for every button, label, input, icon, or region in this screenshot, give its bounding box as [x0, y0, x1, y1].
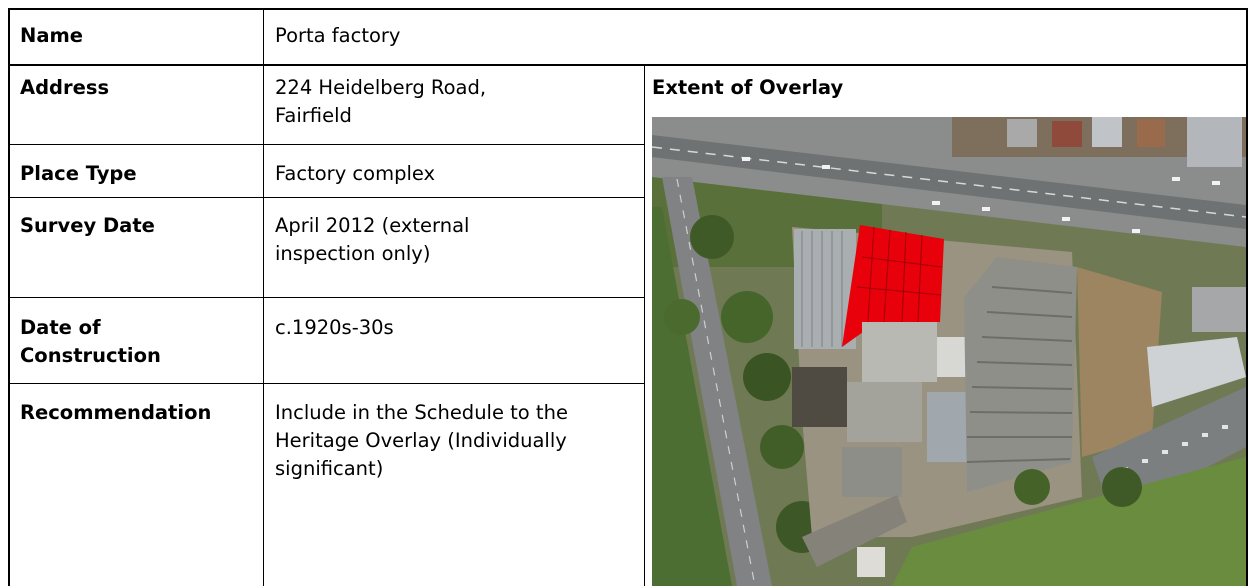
column-divider-2: [644, 64, 645, 586]
aerial-photo: [652, 117, 1246, 586]
row-value-place-type: Factory complex: [275, 162, 436, 185]
row-label-recommendation: Recommendation: [20, 401, 212, 424]
row-divider-3: [8, 197, 645, 198]
row-label-address: Address: [20, 76, 110, 99]
overlay-heading: Extent of Overlay: [652, 76, 844, 99]
row-value-survey-date: April 2012 (external inspection only): [275, 214, 470, 265]
table-border-right: [1246, 8, 1248, 586]
row-label-place-type: Place Type: [20, 162, 137, 185]
row-divider-5: [8, 383, 645, 384]
row-value-address: 224 Heidelberg Road, Fairfield: [275, 76, 487, 127]
row-value-date-of-construction: c.1920s-30s: [275, 316, 394, 339]
row-label-date-of-construction: Date of Construction: [20, 316, 161, 367]
row-value-recommendation: Include in the Schedule to the Heritage …: [275, 401, 568, 480]
row-divider-4: [8, 297, 645, 298]
row-divider-2: [8, 144, 645, 145]
row-label-survey-date: Survey Date: [20, 214, 155, 237]
row-label-name: Name: [20, 24, 84, 47]
table-border-top: [8, 8, 1248, 10]
row-divider-1: [8, 64, 1248, 66]
row-value-name: Porta factory: [275, 24, 401, 47]
